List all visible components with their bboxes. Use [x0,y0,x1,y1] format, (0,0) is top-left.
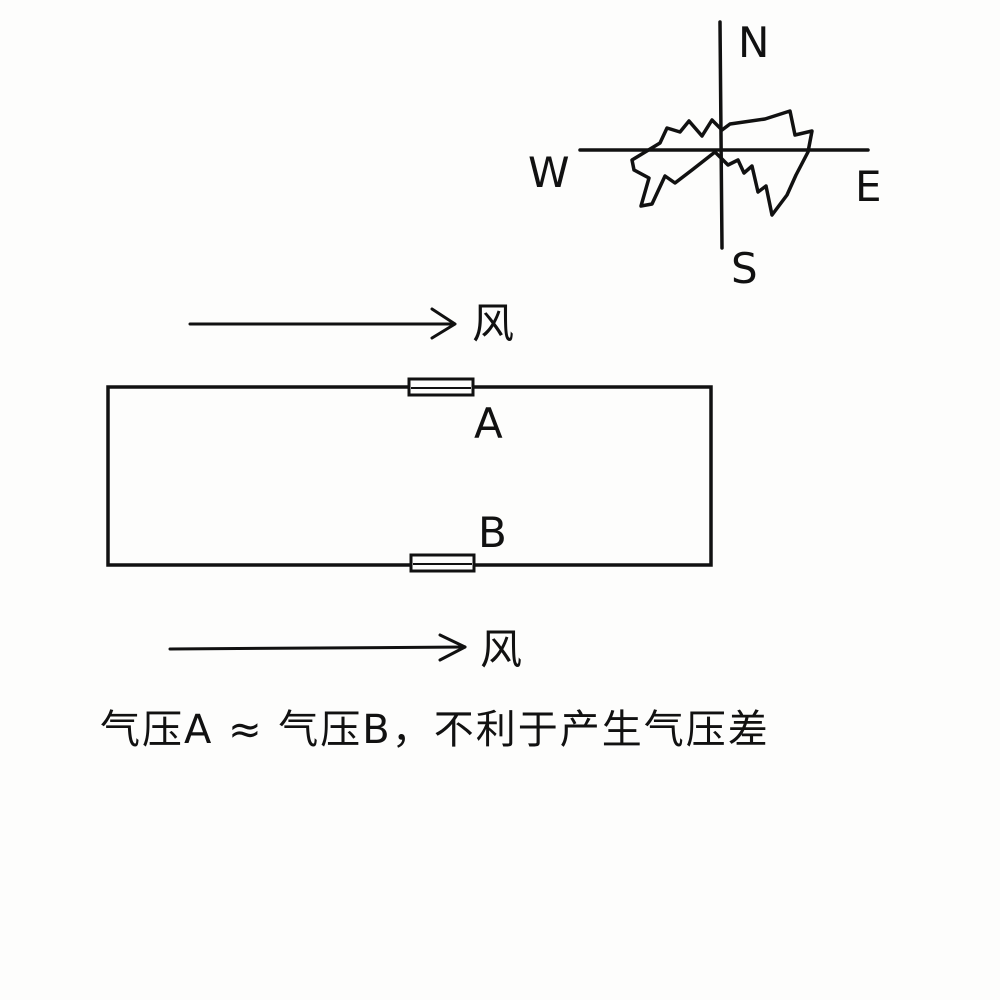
top-wind-arrowhead [430,307,457,340]
building-outline [106,385,713,567]
compass: N W E S [528,18,882,293]
compass-house-shape [630,109,814,217]
bottom-wind-arrow [168,633,467,662]
pressure-caption: 气压A ≈ 气压B，不利于产生气压差 [100,707,770,753]
compass-ns-axis [718,20,724,250]
point-b-label: B [478,508,507,557]
bottom-wind-arrowhead [438,633,467,662]
point-a-label: A [474,399,503,448]
bottom-wind-arrow-shaft [168,645,467,651]
compass-east-label: E [855,162,882,211]
compass-west-label: W [528,148,570,197]
top-wind-arrow [188,307,457,340]
bottom-wind-label: 风 [480,625,522,674]
opening-b [409,553,476,573]
top-wind-label: 风 [472,299,514,348]
compass-south-label: S [731,244,758,293]
compass-north-label: N [738,18,769,67]
opening-a [407,377,475,397]
